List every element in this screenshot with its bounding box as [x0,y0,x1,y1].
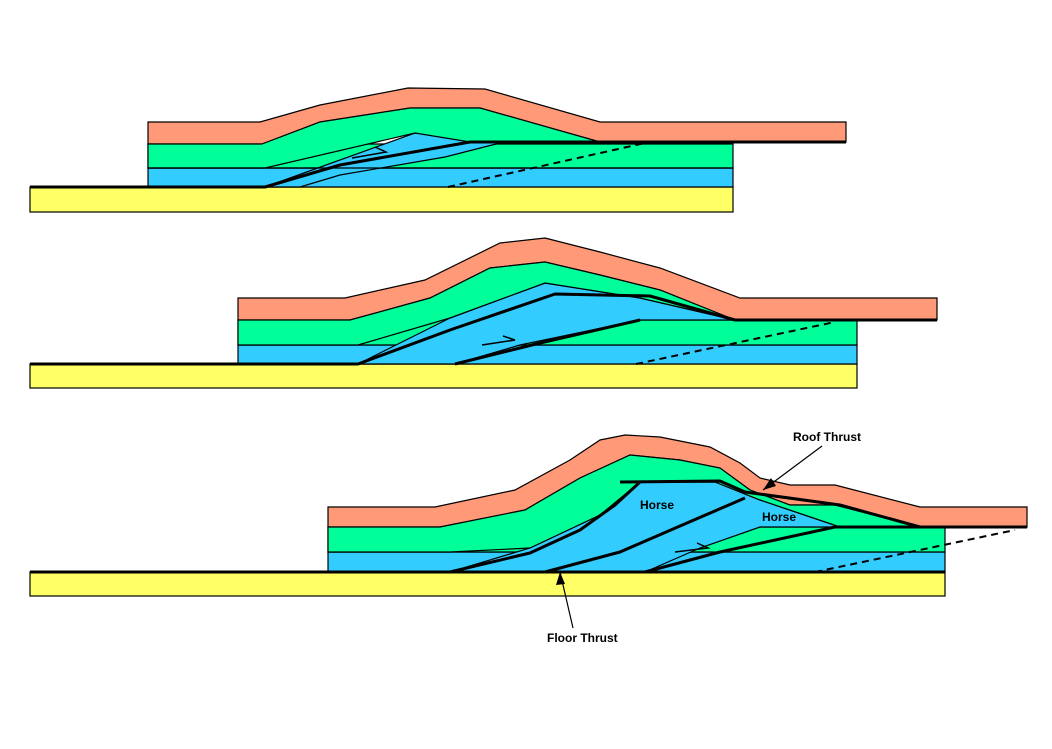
floor-thrust-label: Floor Thrust [547,631,618,645]
stage-1 [30,88,846,212]
basement-layer [30,572,945,596]
blue-layer [238,345,857,364]
basement-layer [30,187,733,212]
horse-label-1: Horse [640,498,674,512]
stage-3: Roof Thrust Floor Thrust Horse Horse [30,430,1027,645]
basement-layer [30,364,857,388]
blue-layer [148,168,733,187]
roof-thrust-label: Roof Thrust [793,430,861,444]
horse-label-2: Horse [762,510,796,524]
stage-2 [30,238,937,388]
